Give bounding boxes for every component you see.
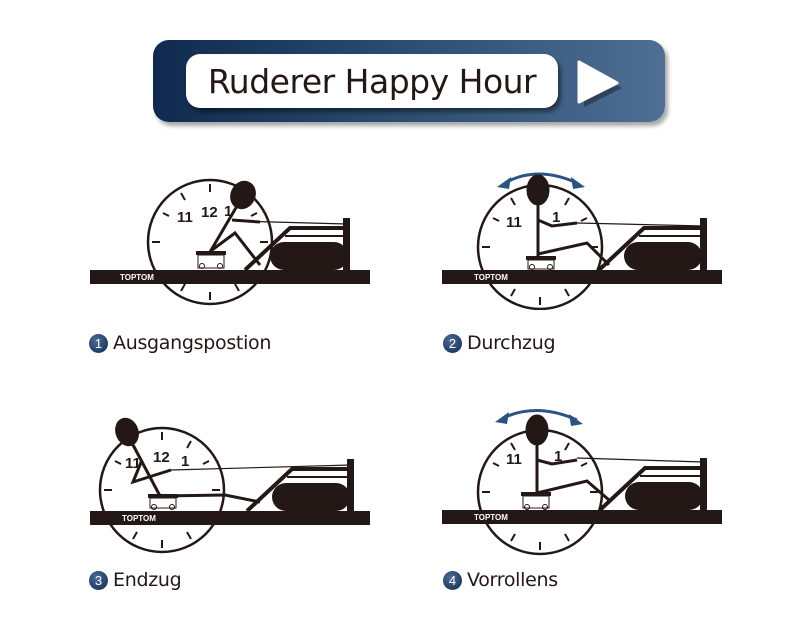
svg-text:TOPTOM: TOPTOM [122, 514, 156, 523]
svg-text:11: 11 [125, 455, 141, 472]
rowing-machine-icon: TOPTOM [90, 459, 370, 525]
rower-figure-icon [525, 414, 610, 502]
rowing-machine-icon: TOPTOM [442, 218, 722, 284]
rower-figure-icon [208, 180, 262, 266]
step-3-illustration: 11 12 1 TOPTOM [85, 410, 385, 570]
step-2-label: Durchzug [467, 332, 556, 354]
svg-text:1: 1 [552, 209, 560, 226]
play-icon[interactable] [573, 58, 623, 108]
page-title: Ruderer Happy Hour [207, 61, 537, 101]
step-1-badge: 1 [89, 333, 108, 353]
svg-text:12: 12 [201, 204, 218, 221]
svg-text:11: 11 [506, 451, 522, 468]
step-2-illustration: 11 1 TOPTOM [437, 165, 737, 325]
step-4-label: Vorrollens [467, 569, 558, 591]
svg-text:1: 1 [554, 448, 562, 465]
step-2-badge: 2 [443, 333, 462, 353]
step-4-badge: 4 [443, 570, 462, 590]
rower-figure-icon [115, 417, 261, 504]
step-1-caption: 1 Ausgangspostion [89, 332, 271, 354]
rower-figure-icon [526, 174, 611, 267]
svg-text:TOPTOM: TOPTOM [474, 513, 508, 522]
rowing-machine-icon: TOPTOM [90, 218, 370, 284]
clock-icon: 11 12 1 [146, 178, 274, 306]
step-4-illustration: 11 1 TOPTOM [437, 400, 737, 560]
svg-text:12: 12 [153, 449, 170, 466]
step-3-caption: 3 Endzug [89, 569, 182, 591]
step-3-badge: 3 [89, 570, 108, 590]
title-banner: Ruderer Happy Hour [153, 40, 665, 122]
clock-icon: 11 12 1 [98, 426, 226, 554]
swing-arrow-icon [495, 408, 583, 426]
svg-text:TOPTOM: TOPTOM [120, 273, 154, 282]
step-1-label: Ausgangspostion [113, 332, 272, 354]
rowing-machine-icon: TOPTOM [442, 457, 722, 524]
swing-arrow-icon [497, 172, 585, 189]
svg-text:1: 1 [181, 453, 189, 470]
step-4-caption: 4 Vorrollens [443, 569, 558, 591]
svg-text:11: 11 [506, 214, 522, 231]
title-pill: Ruderer Happy Hour [186, 54, 558, 108]
step-1-illustration: 11 12 1 TOPTOM [85, 170, 385, 330]
clock-icon: 11 1 [476, 183, 604, 310]
step-3-label: Endzug [113, 569, 182, 591]
svg-text:TOPTOM: TOPTOM [474, 273, 508, 282]
step-2-caption: 2 Durchzug [443, 332, 556, 354]
svg-text:11: 11 [177, 209, 193, 226]
svg-text:1: 1 [224, 203, 232, 220]
